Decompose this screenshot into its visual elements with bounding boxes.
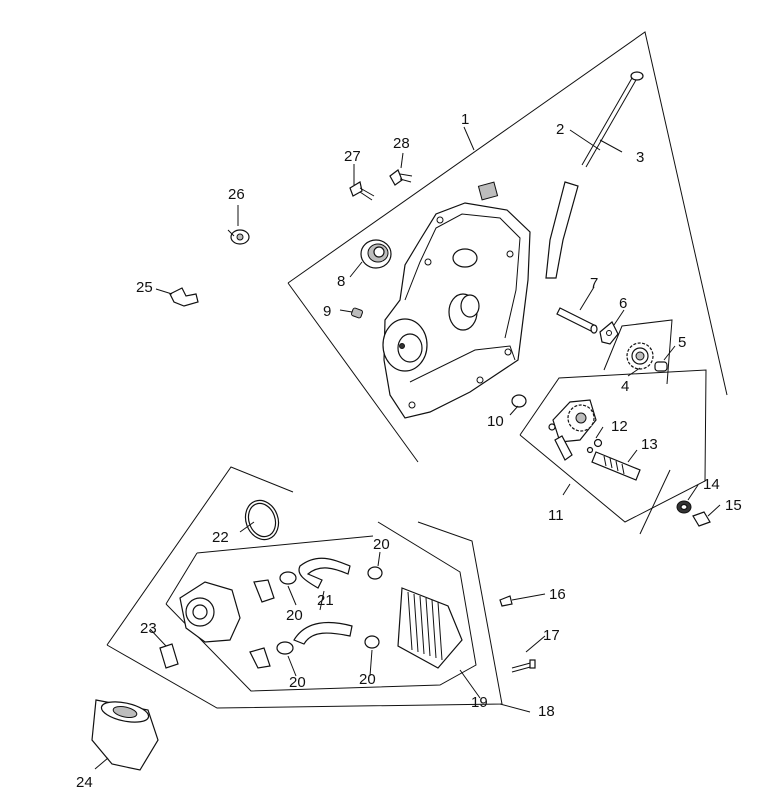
callout-13: 13	[641, 436, 658, 453]
callout-3: 3	[636, 149, 644, 166]
oil-pump	[548, 399, 597, 461]
callout-8: 8	[337, 273, 345, 290]
filter-adapter	[179, 581, 241, 643]
callout-11: 11	[548, 507, 564, 524]
callout-5: 5	[678, 334, 686, 351]
relief-valve	[591, 451, 641, 481]
plug	[350, 307, 364, 319]
callout-labels: 1 2 3 5 4 6 7 8 9 10 11 12 13 14 15 16 1…	[76, 111, 742, 791]
leader-lines	[94, 126, 721, 770]
callout-22: 22	[212, 529, 229, 546]
callout-27: 27	[344, 148, 361, 165]
callout-1: 1	[461, 111, 469, 128]
seal-washer	[676, 500, 692, 514]
long-bolt	[511, 659, 536, 673]
callout-28: 28	[393, 135, 410, 152]
callout-20-lower-right: 20	[359, 671, 376, 688]
dowel-pin	[556, 307, 598, 334]
callout-14: 14	[703, 476, 720, 493]
oil-seal	[360, 239, 392, 269]
callout-7: 7	[590, 275, 598, 292]
gasket-ring	[244, 499, 280, 541]
gear-group-outline	[603, 319, 673, 385]
oil-pressure-sensor	[227, 229, 250, 245]
hose-fittings	[249, 579, 275, 669]
callout-16: 16	[549, 586, 566, 603]
hose-clamps	[276, 566, 383, 655]
bolt-27	[349, 181, 375, 201]
nipple-fitting	[159, 643, 179, 669]
callout-17: 17	[543, 627, 560, 644]
callout-4: 4	[621, 378, 629, 395]
cover-group-outline	[287, 31, 728, 463]
oil-cooler	[397, 587, 463, 669]
callout-21: 21	[317, 592, 334, 609]
callout-24: 24	[76, 774, 93, 791]
drive-gear	[626, 342, 654, 370]
bracket-clip	[499, 595, 513, 607]
callout-12: 12	[611, 418, 628, 435]
o-ring	[511, 394, 527, 408]
inner-cooler-outline	[165, 521, 477, 692]
callout-20-lower-left: 20	[289, 674, 306, 691]
drain-bolt	[692, 511, 711, 527]
oil-filter	[91, 699, 159, 771]
pump-group-outline	[519, 369, 707, 523]
callout-2: 2	[556, 121, 564, 138]
callout-19: 19	[471, 694, 488, 711]
callout-10: 10	[487, 413, 504, 430]
callout-15: 15	[725, 497, 742, 514]
timing-cover	[382, 181, 531, 419]
callout-6: 6	[619, 295, 627, 312]
callout-26: 26	[228, 186, 245, 203]
callout-23: 23	[140, 620, 157, 637]
callout-18: 18	[538, 703, 555, 720]
hose-upper	[298, 557, 351, 589]
bolt-28	[389, 169, 413, 186]
callout-20-top-right: 20	[373, 536, 390, 553]
hose-lower	[293, 621, 353, 645]
cooler-group-outline	[106, 466, 503, 709]
lock-washer	[599, 321, 619, 345]
callout-9: 9	[323, 303, 331, 320]
elbow-fitting	[169, 287, 199, 307]
relief-ball	[586, 438, 603, 454]
callout-25: 25	[136, 279, 153, 296]
dipstick	[545, 71, 644, 279]
screw-group-outline	[639, 469, 671, 535]
gear-shaft	[654, 361, 668, 372]
callout-20-upper-left: 20	[286, 607, 303, 624]
group-outlines	[106, 31, 728, 709]
